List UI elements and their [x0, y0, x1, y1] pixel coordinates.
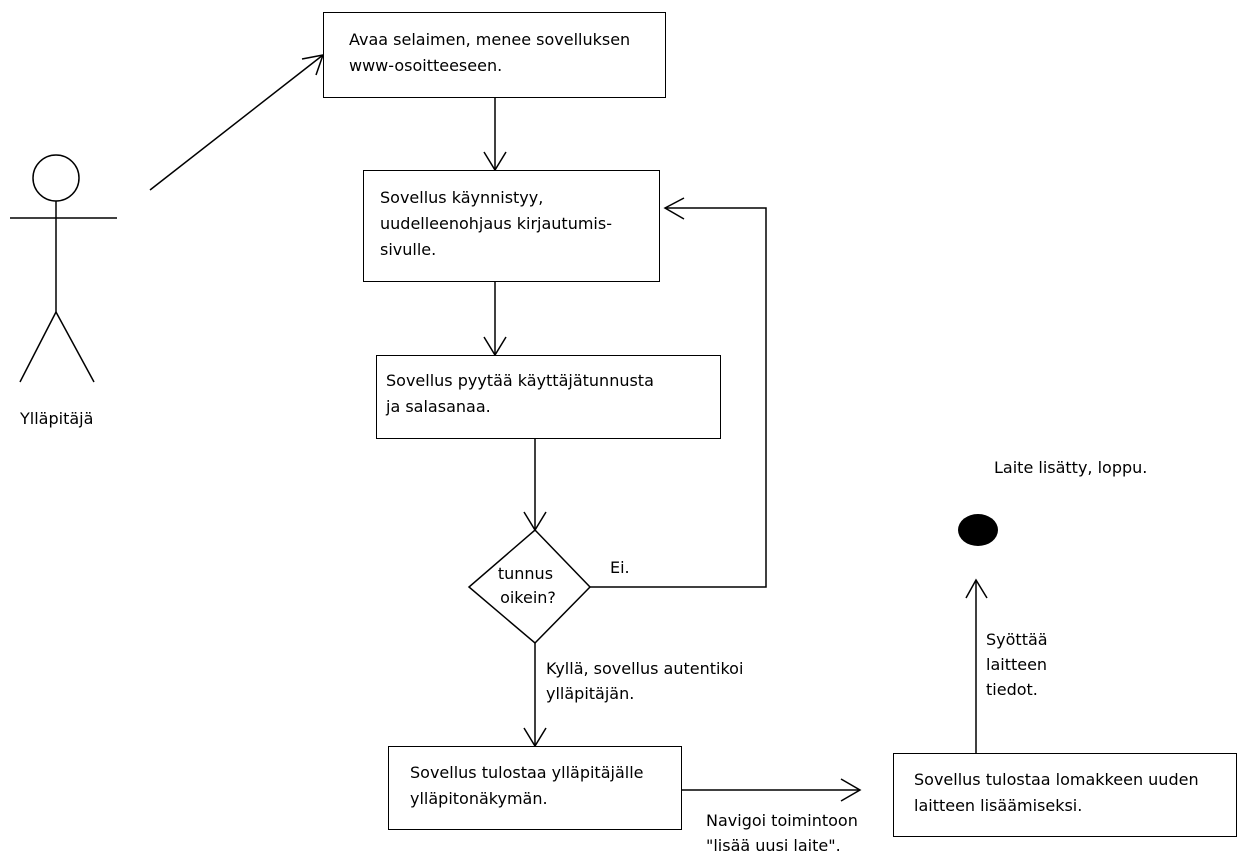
edge-start-to-credentials — [483, 282, 507, 357]
edge-navigate-to-form — [682, 778, 862, 802]
step-app-starts: Sovellus käynnistyy, uudelleenohjaus kir… — [363, 170, 660, 282]
edge-label-no: Ei. — [610, 558, 630, 577]
step-ask-credentials: Sovellus pyytää käyttäjätunnusta ja sala… — [376, 355, 721, 439]
step-open-browser: Avaa selaimen, menee sovelluksen www-oso… — [323, 12, 666, 98]
step-app-starts-text: Sovellus käynnistyy, uudelleenohjaus kir… — [380, 188, 612, 259]
edge-label-navigate: Navigoi toimintoon "lisää uusi laite". — [706, 811, 858, 855]
actor-label: Ylläpitäjä — [20, 409, 94, 428]
edge-yes-to-admin-view — [523, 643, 547, 748]
step-print-form: Sovellus tulostaa lomakkeen uuden laitte… — [893, 753, 1237, 837]
edge-open-to-start — [483, 98, 507, 172]
step-print-admin-view: Sovellus tulostaa ylläpitäjälle ylläpito… — [388, 746, 682, 830]
actor-stick-figure — [10, 154, 117, 383]
edge-no-loop-back — [590, 197, 767, 588]
decision-diamond — [467, 528, 592, 645]
step-ask-credentials-text: Sovellus pyytää käyttäjätunnusta ja sala… — [386, 371, 654, 416]
edge-label-enter-data: Syöttää laitteen tiedot. — [986, 630, 1048, 699]
edge-enter-data-to-end — [965, 578, 988, 753]
edge-actor-to-open-browser — [149, 54, 325, 191]
step-open-browser-text: Avaa selaimen, menee sovelluksen www-oso… — [349, 30, 631, 75]
edge-label-yes: Kyllä, sovellus autentikoi ylläpitäjän. — [546, 659, 744, 703]
end-node — [958, 514, 998, 546]
end-label: Laite lisätty, loppu. — [994, 458, 1148, 477]
step-print-admin-view-text: Sovellus tulostaa ylläpitäjälle ylläpito… — [410, 763, 644, 808]
edge-credentials-to-decision — [523, 439, 547, 532]
decision-label: tunnus oikein? — [498, 564, 558, 607]
step-print-form-text: Sovellus tulostaa lomakkeen uuden laitte… — [914, 770, 1199, 815]
